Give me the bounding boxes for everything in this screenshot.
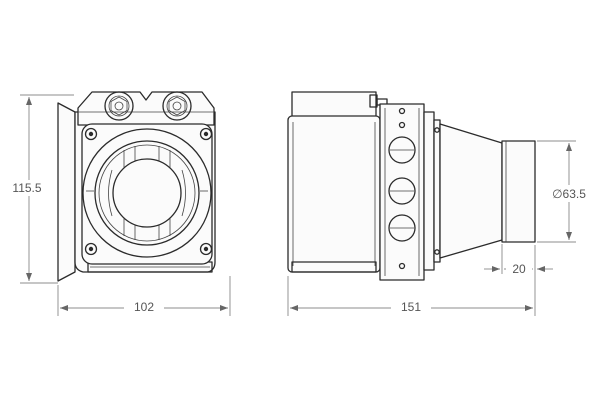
dimension-outlet-diameter: ∅63.5 — [537, 140, 592, 243]
dimension-side-width: 151 — [287, 245, 536, 316]
side-top-housing — [291, 91, 377, 121]
front-bezel-inner — [94, 140, 200, 246]
side-cone — [439, 123, 503, 259]
dimension-label-diameter-63-5: ∅63.5 — [552, 187, 586, 201]
front-hub — [112, 158, 182, 228]
front-top-housing — [77, 91, 215, 126]
dimension-label-102: 102 — [134, 300, 154, 314]
corner-screws — [84, 127, 213, 256]
dimension-label-151: 151 — [401, 300, 421, 314]
side-base — [291, 261, 377, 273]
cable-gland-left — [104, 91, 134, 121]
cable-gland-right — [162, 91, 192, 121]
side-body — [287, 115, 381, 273]
side-rear-plate — [423, 111, 435, 271]
dimension-label-115-5: 115.5 — [12, 181, 41, 195]
dimension-front-width: 102 — [57, 276, 231, 316]
front-flange — [57, 102, 76, 282]
dimension-front-height: 115.5 — [6, 94, 74, 284]
front-bezel-outer — [82, 128, 212, 258]
side-mounting-plate — [379, 103, 425, 281]
knockout-holes — [388, 136, 416, 242]
side-flange — [433, 119, 441, 263]
dimension-label-20: 20 — [512, 262, 526, 276]
side-outlet-tube — [501, 140, 536, 243]
side-view — [287, 91, 536, 281]
front-view — [57, 91, 216, 282]
dimension-outlet-length: 20 — [484, 244, 553, 276]
